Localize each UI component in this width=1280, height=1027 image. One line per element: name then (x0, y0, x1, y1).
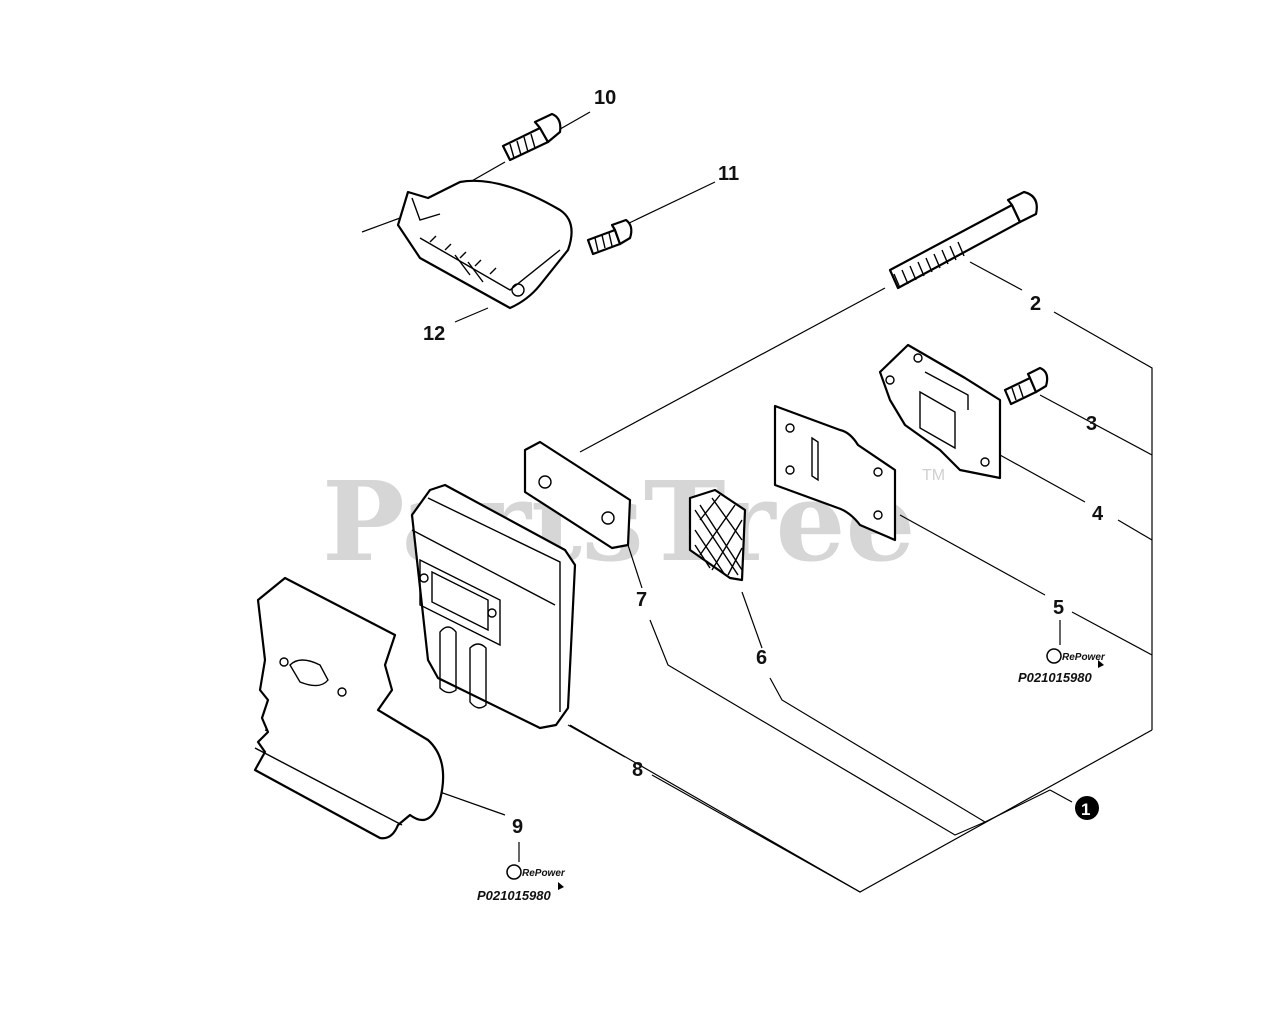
repower-code: P021015980 (1018, 670, 1093, 685)
callout-4: 4 (1092, 503, 1104, 525)
repower-logo-icon (506, 864, 522, 880)
part-7-gasket[interactable] (523, 440, 632, 550)
callout-1: 1 (1081, 800, 1090, 819)
callout-7: 7 (636, 589, 647, 611)
callout-12: 12 (423, 323, 445, 345)
part-3-screw[interactable] (1003, 366, 1049, 406)
repower-brand: RePower (1062, 652, 1106, 663)
part-4-flange[interactable] (878, 343, 1002, 480)
callouts: 10 11 12 2 3 4 5 6 7 8 9 1 (423, 87, 1104, 838)
repower-code: P021015980 (477, 888, 552, 903)
part-11-screw[interactable] (586, 218, 633, 256)
part-12-muffler-cover[interactable] (396, 179, 573, 310)
callout-1-badge (1075, 796, 1099, 820)
callout-8: 8 (632, 759, 643, 781)
callout-5: 5 (1053, 597, 1064, 619)
part-6-screen[interactable] (688, 488, 747, 582)
repower-tag-right: RePower P021015980 (1018, 620, 1106, 685)
callout-3: 3 (1086, 413, 1097, 435)
part-8-muffler[interactable] (410, 483, 577, 730)
part-5-gasket[interactable] (773, 404, 897, 542)
callout-10: 10 (594, 87, 616, 109)
callout-2: 2 (1030, 293, 1041, 315)
part-9-heat-shield[interactable] (253, 576, 445, 840)
callout-11: 11 (718, 163, 739, 185)
repower-tag-bottom: RePower P021015980 (477, 842, 566, 903)
watermark-tm: TM (922, 467, 945, 484)
part-10-screw[interactable] (501, 112, 562, 162)
callout-6: 6 (756, 647, 767, 669)
part-2-bolt[interactable] (888, 190, 1038, 290)
callout-9: 9 (512, 816, 523, 838)
repower-logo-icon (1046, 648, 1062, 664)
leader-lines (264, 111, 1153, 893)
repower-brand: RePower (522, 868, 566, 879)
